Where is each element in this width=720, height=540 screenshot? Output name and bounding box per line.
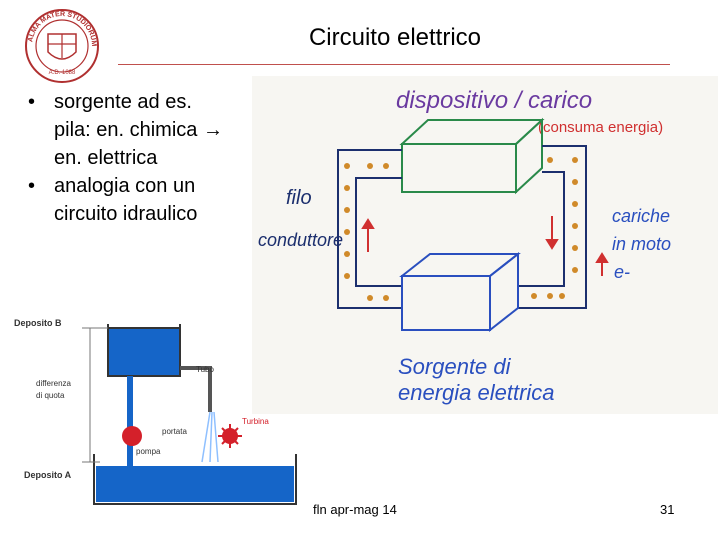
- bullet-dot-icon: •: [28, 88, 35, 116]
- circuit-sketch: dispositivo / carico (consuma energia) f…: [252, 76, 718, 414]
- title-divider: [118, 64, 670, 65]
- footer-text: fln apr-mag 14: [313, 502, 397, 517]
- page-number: 31: [660, 502, 674, 517]
- bullet-list: • sorgente ad es. pila: en. chimica → en.…: [28, 88, 228, 228]
- hydraulic-circuit-diagram: Deposito B Tubo differenza di quota Turb…: [10, 312, 310, 512]
- pump-icon: [122, 426, 142, 446]
- sketch-label-charges: cariche: [612, 206, 670, 226]
- label-turbina: Turbina: [242, 417, 269, 426]
- bullet-text: sorgente ad es. pila: en. chimica → en. …: [54, 91, 223, 169]
- university-seal-logo: ALMA MATER STUDIORUM A.D. 1088: [24, 8, 100, 84]
- slide-title: Circuito elettrico: [230, 24, 560, 52]
- sketch-label-device: dispositivo / carico: [396, 87, 592, 114]
- sketch-label-electron: e-: [614, 262, 630, 282]
- label-tubo: Tubo: [196, 365, 214, 374]
- label-pompa: pompa: [136, 447, 161, 456]
- bullet-item: • sorgente ad es. pila: en. chimica → en.…: [28, 88, 228, 172]
- label-differenza: differenza: [36, 379, 72, 388]
- bullet-item: • analogia con un circuito idraulico: [28, 172, 228, 228]
- svg-text:A.D. 1088: A.D. 1088: [49, 70, 76, 76]
- bullet-text: analogia con un circuito idraulico: [54, 175, 197, 225]
- label-di-quota: di quota: [36, 391, 65, 400]
- sketch-label-source: Sorgente di: [398, 354, 512, 379]
- water-flow: [202, 412, 218, 462]
- sketch-label-consumes: (consuma energia): [538, 119, 663, 136]
- label-deposito-b: Deposito B: [14, 318, 62, 328]
- label-portata: portata: [162, 427, 187, 436]
- sketch-label-conductor: conduttore: [258, 230, 343, 250]
- turbine-icon: [218, 424, 242, 448]
- label-deposito-a: Deposito A: [24, 470, 72, 480]
- bullet-dot-icon: •: [28, 172, 35, 200]
- sketch-label-in-motion: in moto: [612, 234, 671, 254]
- sketch-label-wire: filo: [286, 187, 312, 209]
- sketch-label-electric-energy: energia elettrica: [398, 380, 555, 405]
